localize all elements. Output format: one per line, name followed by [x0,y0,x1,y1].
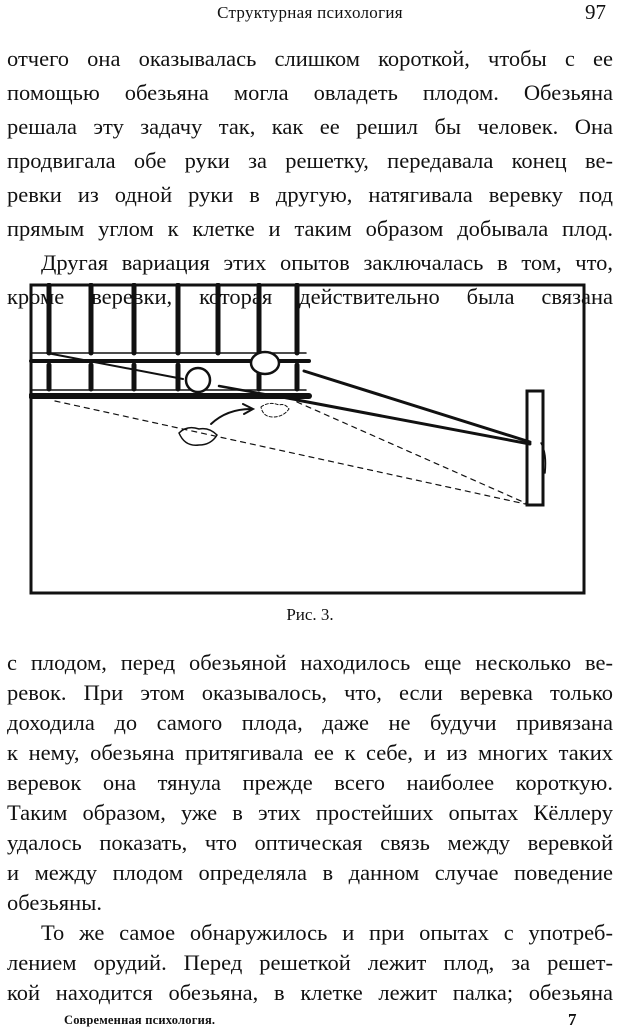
text-line: продвигала обе руки за решетку, передава… [7,148,613,173]
text-line: Другая вариация этих опытов заключалась … [41,250,613,275]
text-line: с плодом, перед обезьяной находилось еще… [7,650,613,675]
text-line: помощью обезьяна могла овладеть плодом. … [7,80,613,105]
text-line: удалось показать, что оптическая связь м… [7,830,613,855]
text-line: решала эту задачу так, как ее решил бы ч… [7,114,613,139]
text-line: кой находится обезьяна, в клетке лежит п… [7,980,613,1005]
text-line: доходила до самого плода, даже не будучи… [7,710,613,735]
fruit-shape [178,426,218,446]
figure-frame [29,283,586,595]
footer-book-title: Современная психология. [64,1013,216,1027]
post [525,389,545,507]
ropes [46,352,532,446]
signature-number: 7 [568,1010,577,1029]
figure-caption: Рис. 3. [286,605,334,624]
paragraph-block-1: отчего она оказывалась слишком короткой,… [7,42,613,314]
text-line: и между плодом определяла в данном случа… [7,860,613,885]
monkey-hand [249,350,281,376]
text-line: отчего она оказывалась слишком короткой,… [7,46,613,71]
fruit-shape-faint [260,402,290,418]
paragraph-block-2: с плодом, перед обезьяной находилось еще… [7,648,613,1008]
monkey-hand [184,366,212,394]
arrow [210,408,252,425]
running-head: Структурная психология [217,3,403,22]
page-number: 97 [585,0,606,24]
dashed-lines [54,400,531,506]
rope-end [540,442,547,474]
text-line: ревки из одной руки в другую, натягивала… [7,182,613,207]
text-line: обезьяны. [7,890,102,915]
text-line: прямым углом к клетке и таким образом до… [7,216,613,241]
text-line: кроме веревки, которая действительно был… [7,284,613,309]
text-line: Таким образом, уже в этих простейших опы… [7,800,613,825]
text-line: ревок. При этом оказывалось, что, если в… [7,680,613,705]
arrowhead [242,403,256,415]
figure-illustration [29,283,586,595]
text-line: веревок она тянула прежде всего наиболее… [7,770,613,795]
text-line: лением орудий. Перед решеткой лежит плод… [7,950,613,975]
text-line: То же самое обнаружилось и при опытах с … [41,920,613,945]
text-line: к нему, обезьяна притягивала ее к себе, … [7,740,613,765]
